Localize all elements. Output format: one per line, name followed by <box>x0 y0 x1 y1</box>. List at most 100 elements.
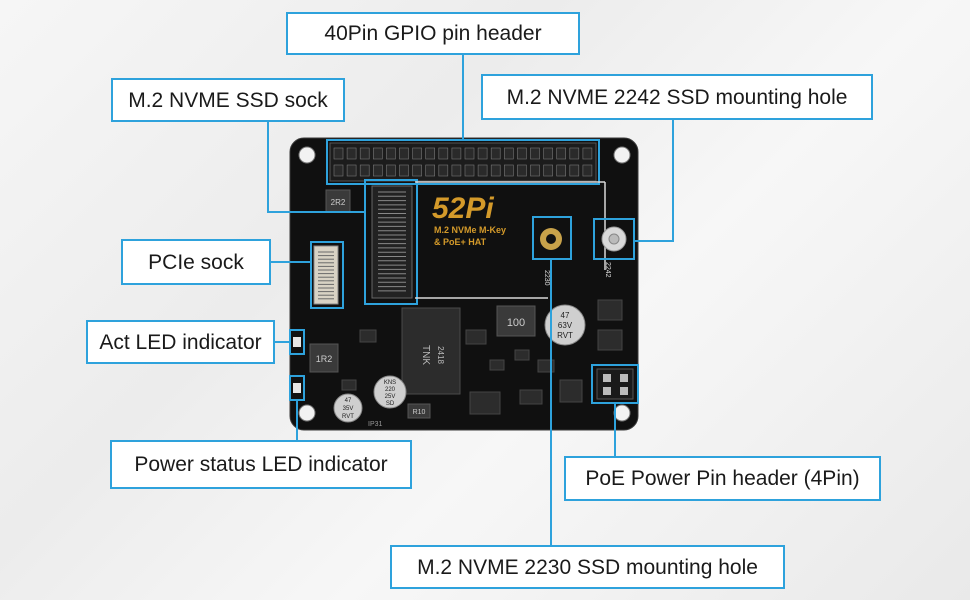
gpio-pin <box>582 147 593 160</box>
callout-hole-2230: M.2 NVME 2230 SSD mounting hole <box>390 545 785 589</box>
chip-text-1: TNK <box>420 345 431 365</box>
gpio-pin <box>556 164 567 177</box>
capacitor-left <box>333 393 363 423</box>
pcie-pins <box>318 251 334 300</box>
gpio-pin <box>412 164 422 177</box>
resistor-r10 <box>407 403 431 419</box>
gpio-pin <box>569 147 580 160</box>
gpio-pin <box>464 164 475 177</box>
board-logo: 52Pi <box>432 192 494 225</box>
pcie-highlight <box>310 241 344 309</box>
inductor-1r2 <box>309 343 339 373</box>
mount-hole-bl <box>298 404 316 422</box>
gpio-pin <box>451 147 462 160</box>
gpio-pin <box>503 147 514 160</box>
cap-left-text-1: 47 <box>345 398 352 404</box>
board-subtitle-1: M.2 NVMe M-Key <box>434 225 506 235</box>
gpio-pin <box>333 147 344 160</box>
chip-text-2: 2418 <box>436 346 445 364</box>
gpio-pin <box>530 147 540 160</box>
gpio-pin <box>517 147 527 160</box>
hole-2242-highlight <box>593 218 635 260</box>
cap-small-text-1: KNS <box>384 380 396 386</box>
callout-lines <box>267 55 674 545</box>
gpio-pin <box>386 147 396 160</box>
label-ip31: IP31 <box>368 421 383 428</box>
cap-big-text-3: RVT <box>557 331 573 340</box>
gpio-header <box>329 142 597 182</box>
callout-act-led: Act LED indicator <box>86 320 275 364</box>
hole-2242-screw-head <box>608 233 620 245</box>
gpio-pin <box>438 164 449 177</box>
mount-hole-tl <box>298 146 316 164</box>
gpio-pin <box>477 164 488 177</box>
m2-contacts <box>378 191 406 292</box>
gpio-pin <box>477 147 488 160</box>
gpio-pin <box>346 164 357 177</box>
gpio-pin <box>359 147 370 160</box>
inductor-100-label: 100 <box>507 317 525 329</box>
gpio-pin <box>556 147 567 160</box>
act-led <box>293 337 301 347</box>
callout-ssd-sock-text: M.2 NVME SSD sock <box>128 88 328 112</box>
gpio-pin <box>569 164 580 177</box>
gpio-pin <box>412 147 422 160</box>
power-inductor-main <box>401 307 461 395</box>
gpio-pin <box>490 147 501 160</box>
cap-small-text-4: SD <box>386 401 395 407</box>
m2-slot-highlight <box>364 179 418 305</box>
mount-hole-tr <box>613 146 631 164</box>
cap-small-text-2: 220 <box>385 387 396 393</box>
inductor-2r2-label: 2R2 <box>331 198 346 207</box>
inductor-1r2-label: 1R2 <box>316 354 333 364</box>
poe-pin <box>603 374 611 382</box>
cap-big-text-1: 47 <box>561 311 570 320</box>
callout-power-led: Power status LED indicator <box>110 440 412 489</box>
gpio-pin <box>346 147 357 160</box>
gpio-pin <box>530 164 540 177</box>
gpio-pin <box>543 164 553 177</box>
gpio-pin <box>399 164 409 177</box>
poe-pin <box>603 387 611 395</box>
resistor-r10-label: R10 <box>413 409 426 416</box>
gpio-pin <box>543 147 553 160</box>
gpio-pin <box>438 147 449 160</box>
cap-left-text-3: RVT <box>342 414 354 420</box>
callout-gpio-text: 40Pin GPIO pin header <box>324 22 542 45</box>
callout-pcie-sock: PCIe sock <box>121 239 271 285</box>
gpio-pin <box>359 164 370 177</box>
mark-2230: 2230 <box>543 270 550 286</box>
callout-poe-header-text: PoE Power Pin header (4Pin) <box>585 467 860 490</box>
callout-poe-header: PoE Power Pin header (4Pin) <box>564 456 881 501</box>
gpio-pin <box>425 147 436 160</box>
cap-big-text-2: 63V <box>558 321 573 330</box>
gpio-pin <box>372 164 383 177</box>
inductor-100 <box>496 305 536 337</box>
gpio-pin <box>372 147 383 160</box>
hole-2230-center <box>546 234 556 244</box>
capacitor-kns <box>373 375 407 409</box>
mount-hole-br <box>613 404 631 422</box>
callout-act-led-text: Act LED indicator <box>99 330 262 354</box>
callout-pcie-sock-text: PCIe sock <box>148 250 244 274</box>
cap-small-text-3: 25V <box>385 394 396 400</box>
callout-power-led-text: Power status LED indicator <box>134 453 388 476</box>
power-led <box>293 383 301 393</box>
gpio-pin <box>399 147 409 160</box>
gpio-pin <box>451 164 462 177</box>
cap-left-text-2: 35V <box>343 406 354 412</box>
gpio-pin <box>386 164 396 177</box>
callout-gpio-header: 40Pin GPIO pin header <box>286 12 580 55</box>
callout-ssd-sock: M.2 NVME SSD sock <box>111 78 345 122</box>
board-subtitle-2: & PoE+ HAT <box>434 237 487 247</box>
capacitor-big <box>544 304 586 346</box>
gpio-pin <box>333 164 344 177</box>
m2-slot <box>371 185 413 299</box>
callout-hole-2242-text: M.2 NVME 2242 SSD mounting hole <box>506 85 848 109</box>
callout-hole-2242: M.2 NVME 2242 SSD mounting hole <box>481 74 873 120</box>
poe-header-pins <box>596 368 634 400</box>
gpio-housing <box>329 142 597 182</box>
gpio-pin <box>503 164 514 177</box>
gpio-pin <box>517 164 527 177</box>
gpio-pin <box>425 164 436 177</box>
